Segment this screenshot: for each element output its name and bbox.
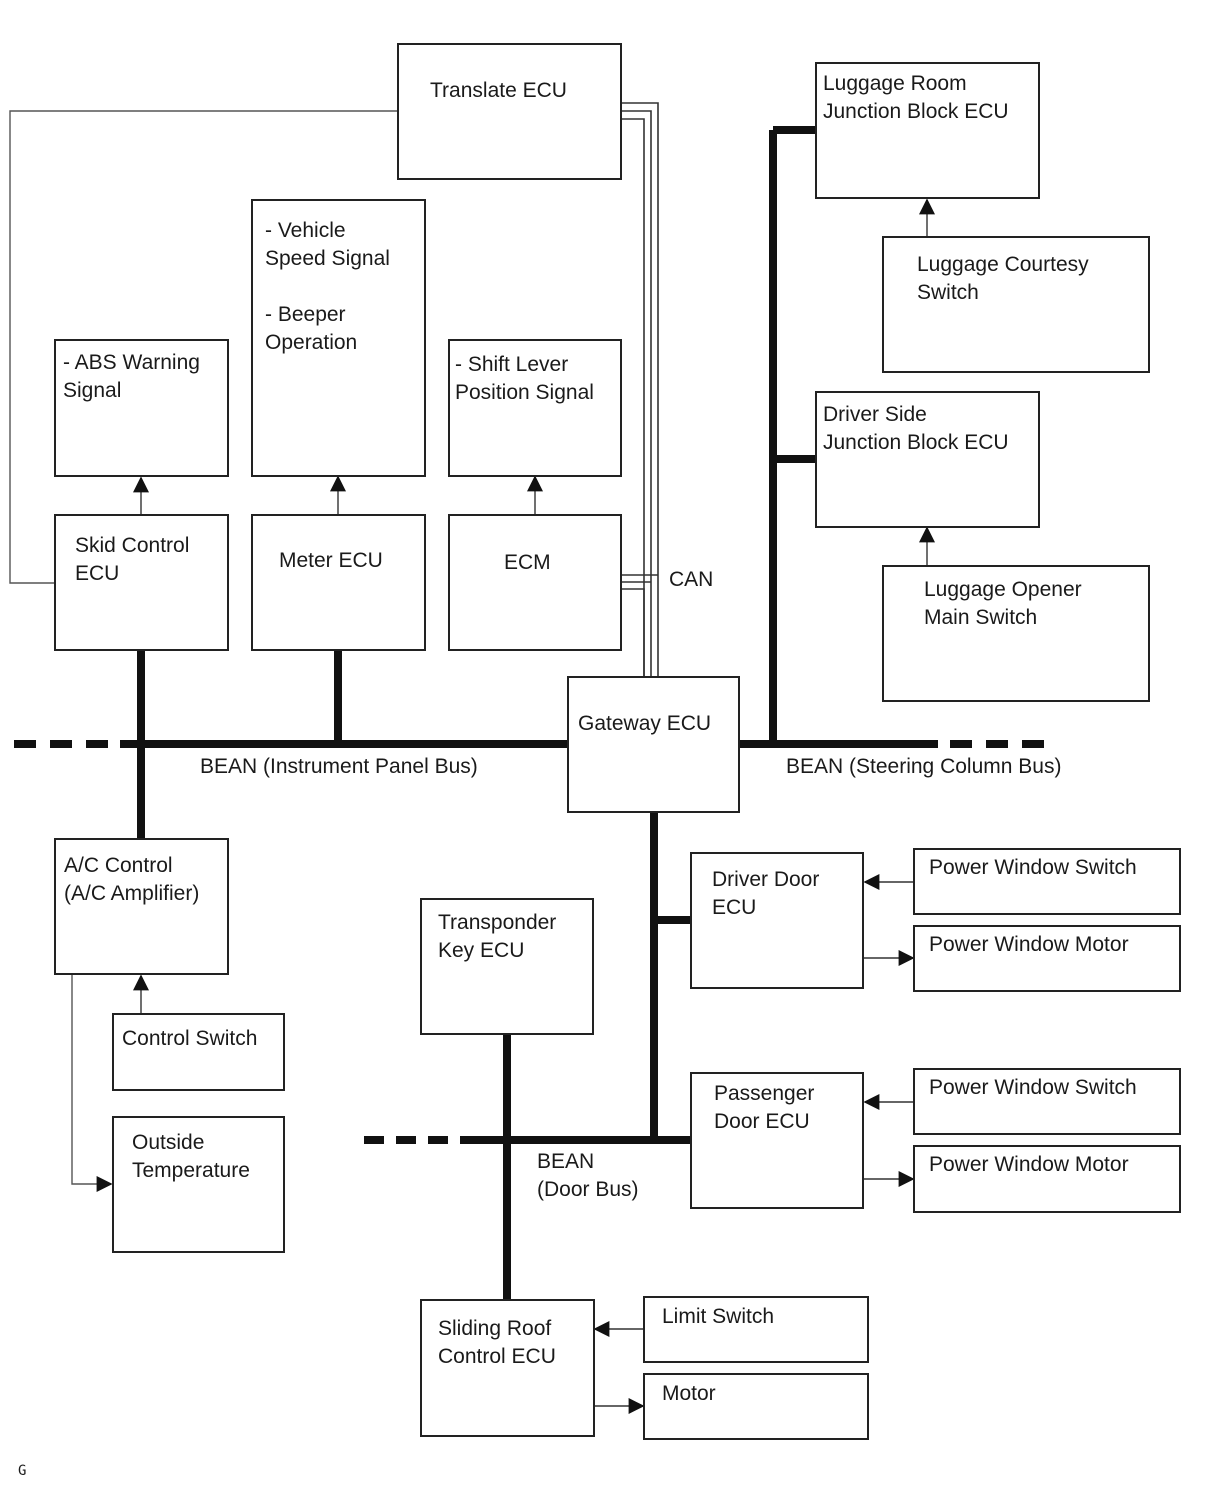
- translate-to-skid-line: [9, 110, 398, 584]
- limit-switch-label: Limit Switch: [662, 1305, 775, 1328]
- passenger-door-ecu-box: Passenger Door ECU: [690, 1072, 864, 1209]
- sliding-roof-control-ecu-label: Sliding Roof Control ECU: [438, 1317, 556, 1368]
- skid-control-ecu-box: Skid Control ECU: [54, 514, 229, 651]
- outside-temperature-box: Outside Temperature: [112, 1116, 285, 1253]
- can-line: [621, 102, 659, 677]
- vehicle-speed-beeper-label: - Vehicle Speed Signal - Beeper Operatio…: [265, 219, 390, 354]
- signal-arrows: [133, 198, 935, 1014]
- ac-control-label: A/C Control (A/C Amplifier): [64, 854, 200, 905]
- instrument-panel-bus-label: BEAN (Instrument Panel Bus): [200, 755, 478, 778]
- steering-column-bus-label: BEAN (Steering Column Bus): [786, 755, 1062, 778]
- power-window-motor-driver-box: Power Window Motor: [913, 925, 1181, 992]
- vehicle-speed-beeper-box: - Vehicle Speed Signal - Beeper Operatio…: [251, 199, 426, 477]
- outside-temperature-label: Outside Temperature: [132, 1131, 250, 1182]
- power-window-motor-passenger-box: Power Window Motor: [913, 1145, 1181, 1213]
- power-window-switch-passenger-box: Power Window Switch: [913, 1068, 1181, 1135]
- bean-door-bus: [364, 812, 691, 1300]
- ecm-box: ECM: [448, 514, 622, 651]
- translate-ecu-box: Translate ECU: [397, 43, 622, 180]
- power-window-motor-passenger-label: Power Window Motor: [929, 1153, 1129, 1176]
- control-switch-box: Control Switch: [112, 1013, 285, 1091]
- luggage-opener-main-switch-label: Luggage Opener Main Switch: [924, 578, 1082, 629]
- abs-warning-signal-box: - ABS Warning Signal: [54, 339, 229, 477]
- door-side-arrows: [593, 874, 915, 1414]
- corner-mark: G: [18, 1463, 27, 1479]
- ac-to-outside-temp-line: [71, 975, 113, 1192]
- skid-control-ecu-label: Skid Control ECU: [75, 534, 190, 585]
- driver-door-ecu-label: Driver Door ECU: [712, 868, 820, 919]
- transponder-key-ecu-label: Transponder Key ECU: [438, 911, 557, 962]
- luggage-room-jb-ecu-box: Luggage Room Junction Block ECU: [815, 62, 1040, 199]
- luggage-opener-main-switch-box: Luggage Opener Main Switch: [882, 565, 1150, 702]
- transponder-key-ecu-box: Transponder Key ECU: [420, 898, 594, 1035]
- power-window-switch-driver-box: Power Window Switch: [913, 848, 1181, 915]
- passenger-door-ecu-label: Passenger Door ECU: [714, 1082, 815, 1133]
- driver-side-jb-ecu-box: Driver Side Junction Block ECU: [815, 391, 1040, 528]
- motor-label: Motor: [662, 1382, 716, 1405]
- control-switch-label: Control Switch: [122, 1027, 258, 1050]
- motor-box: Motor: [643, 1373, 869, 1440]
- meter-ecu-box: Meter ECU: [251, 514, 426, 651]
- limit-switch-box: Limit Switch: [643, 1296, 869, 1363]
- power-window-motor-driver-label: Power Window Motor: [929, 933, 1129, 956]
- shift-lever-position-box: - Shift Lever Position Signal: [448, 339, 622, 477]
- gateway-ecu-box: Gateway ECU: [567, 676, 740, 813]
- ac-control-box: A/C Control (A/C Amplifier): [54, 838, 229, 975]
- steering-column-riser: [769, 126, 815, 744]
- instrument-bus-drops: [137, 650, 342, 838]
- luggage-room-jb-ecu-label: Luggage Room Junction Block ECU: [823, 72, 1009, 123]
- driver-side-jb-ecu-label: Driver Side Junction Block ECU: [823, 403, 1009, 454]
- shift-lever-position-label: - Shift Lever Position Signal: [455, 353, 594, 404]
- power-window-switch-driver-label: Power Window Switch: [929, 856, 1137, 879]
- driver-door-ecu-box: Driver Door ECU: [690, 852, 864, 989]
- power-window-switch-passenger-label: Power Window Switch: [929, 1076, 1137, 1099]
- luggage-courtesy-switch-box: Luggage Courtesy Switch: [882, 236, 1150, 373]
- ecm-label: ECM: [504, 551, 551, 574]
- meter-ecu-label: Meter ECU: [279, 549, 383, 572]
- abs-warning-signal-label: - ABS Warning Signal: [63, 351, 200, 402]
- door-bus-label: BEAN (Door Bus): [537, 1150, 639, 1201]
- gateway-ecu-label: Gateway ECU: [578, 712, 712, 735]
- sliding-roof-control-ecu-box: Sliding Roof Control ECU: [420, 1299, 595, 1437]
- can-label: CAN: [669, 568, 714, 591]
- luggage-courtesy-switch-label: Luggage Courtesy Switch: [917, 253, 1089, 304]
- translate-ecu-label: Translate ECU: [430, 79, 567, 102]
